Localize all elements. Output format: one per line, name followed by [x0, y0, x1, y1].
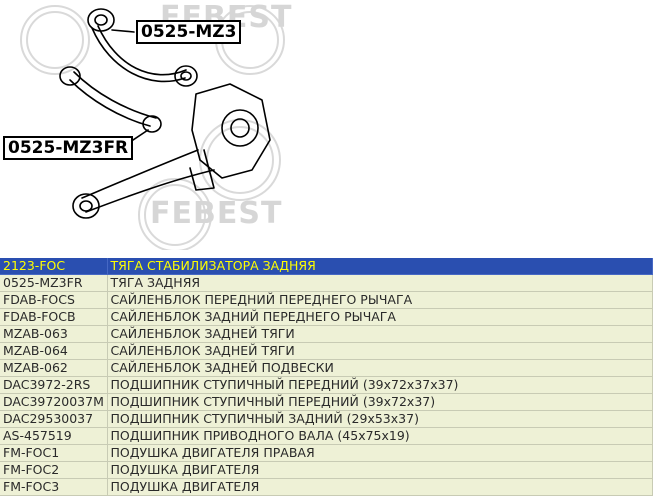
part-code[interactable]: 0525-MZ3FR: [0, 274, 108, 292]
part-code[interactable]: 2123-FOC: [0, 258, 108, 275]
part-label-upper-link[interactable]: 0525-MZ3: [136, 20, 242, 44]
part-code[interactable]: MZAB-062: [0, 359, 108, 377]
part-code[interactable]: MZAB-064: [0, 342, 108, 360]
part-description[interactable]: ПОДШИПНИК СТУПИЧНЫЙ ЗАДНИЙ (29x53x37): [107, 410, 653, 428]
part-description[interactable]: ПОДУШКА ДВИГАТЕЛЯ ПРАВАЯ: [107, 444, 653, 462]
part-code[interactable]: FM-FOC1: [0, 444, 108, 462]
part-code[interactable]: MZAB-063: [0, 325, 108, 343]
part-description[interactable]: САЙЛЕНБЛОК ПЕРЕДНИЙ ПЕРЕДНЕГО РЫЧАГА: [107, 291, 653, 309]
parts-diagram: FEBEST FEBEST 0525-MZ3 0525-MZ3FR: [0, 0, 291, 250]
part-description[interactable]: ПОДШИПНИК СТУПИЧНЫЙ ПЕРЕДНИЙ (39x72x37): [107, 393, 653, 411]
part-description[interactable]: ПОДШИПНИК СТУПИЧНЫЙ ПЕРЕДНИЙ (39x72x37x3…: [107, 376, 653, 394]
part-code[interactable]: FDAB-FOCB: [0, 308, 108, 326]
part-code[interactable]: DAC3972-2RS: [0, 376, 108, 394]
part-description[interactable]: ТЯГА СТАБИЛИЗАТОРА ЗАДНЯЯ: [107, 258, 653, 275]
part-description[interactable]: САЙЛЕНБЛОК ЗАДНИЙ ПЕРЕДНЕГО РЫЧАГА: [107, 308, 653, 326]
watermark-text: FEBEST: [150, 196, 283, 231]
part-code[interactable]: DAC39720037M: [0, 393, 108, 411]
part-code[interactable]: DAC29530037: [0, 410, 108, 428]
part-description[interactable]: ПОДУШКА ДВИГАТЕЛЯ: [107, 461, 653, 479]
part-description[interactable]: САЙЛЕНБЛОК ЗАДНЕЙ ТЯГИ: [107, 325, 653, 343]
part-description[interactable]: САЙЛЕНБЛОК ЗАДНЕЙ ТЯГИ: [107, 342, 653, 360]
part-description[interactable]: САЙЛЕНБЛОК ЗАДНЕЙ ПОДВЕСКИ: [107, 359, 653, 377]
part-description[interactable]: ПОДШИПНИК ПРИВОДНОГО ВАЛА (45x75x19): [107, 427, 653, 445]
part-label-front-link[interactable]: 0525-MZ3FR: [3, 136, 134, 160]
part-code[interactable]: FDAB-FOCS: [0, 291, 108, 309]
suspension-drawing: [20, 5, 285, 250]
part-code[interactable]: AS-457519: [0, 427, 108, 445]
part-description[interactable]: ТЯГА ЗАДНЯЯ: [107, 274, 653, 292]
part-code[interactable]: FM-FOC3: [0, 478, 108, 496]
part-description[interactable]: ПОДУШКА ДВИГАТЕЛЯ: [107, 478, 653, 496]
part-code[interactable]: FM-FOC2: [0, 461, 108, 479]
